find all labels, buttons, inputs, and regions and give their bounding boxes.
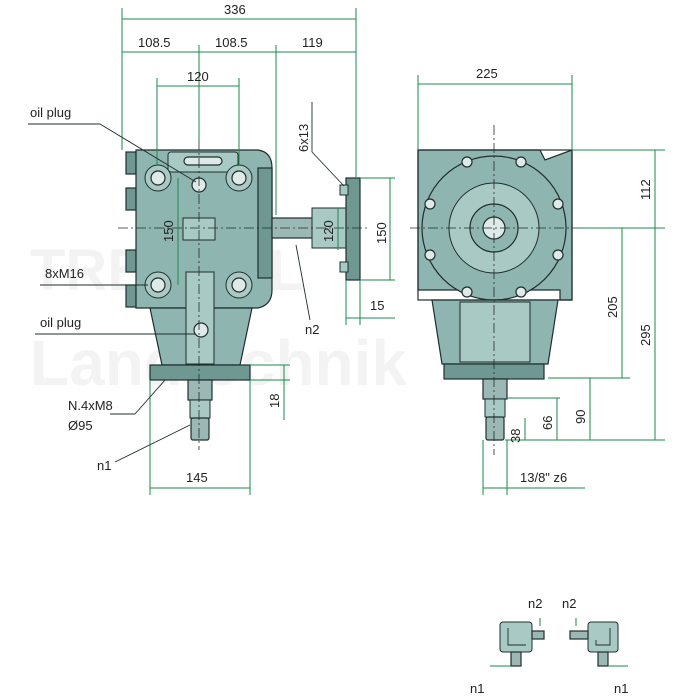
dim-flange-outer: 150 <box>374 222 389 244</box>
dim-full-h: 295 <box>638 324 653 346</box>
legend-n2-left: n2 <box>528 596 542 611</box>
n1-shaft-collar <box>187 379 213 401</box>
n1-shaft-mid <box>189 399 211 419</box>
dim-flange-thk: 15 <box>370 298 384 313</box>
dim-half-right: 108.5 <box>215 35 248 50</box>
side-shaft-tip <box>485 416 505 441</box>
hex-bolt-icon <box>552 249 564 261</box>
callouts: oil plug 8xM16 oil plug N.4xM8 Ø95 n1 n2 <box>28 105 319 473</box>
label-n2-main: n2 <box>305 322 319 337</box>
hex-bolt-icon <box>461 156 473 168</box>
dim-base-w: 145 <box>186 470 208 485</box>
label-oil-plug-top: oil plug <box>30 105 71 120</box>
dim-half-left: 108.5 <box>138 35 171 50</box>
dim-spline-short: 38 <box>508 429 523 443</box>
dim-shaft-len: 119 <box>302 35 323 50</box>
legend-icon-right: n2 n1 <box>562 596 628 696</box>
rotation-legend: n2 n1 n2 n1 <box>470 596 628 696</box>
label-oil-plug-bottom: oil plug <box>40 315 81 330</box>
top-slot <box>183 156 223 166</box>
flange-slot-top <box>339 184 349 196</box>
n1-shaft-tip <box>190 417 210 441</box>
bolt-br-icon <box>231 277 247 293</box>
bolt-tl-icon <box>150 170 166 186</box>
side-view <box>410 125 580 455</box>
dim-bolt-spacing-h: 120 <box>187 69 209 84</box>
hex-bolt-icon <box>461 286 473 298</box>
dim-top-h: 112 <box>638 179 653 200</box>
label-flange-dia: Ø95 <box>68 418 93 433</box>
bolt-bl-icon <box>150 277 166 293</box>
hex-bolt-icon <box>424 249 436 261</box>
front-view <box>118 140 370 450</box>
dim-spline-h: 66 <box>540 416 555 430</box>
flange-slot-bottom <box>339 261 349 273</box>
label-n1-main: n1 <box>97 458 111 473</box>
dim-mid-h: 205 <box>605 296 620 318</box>
dim-side-w: 225 <box>476 66 498 81</box>
legend-n1-left: n1 <box>470 681 484 696</box>
oil-plug-bottom-icon <box>193 322 209 338</box>
left-ear-top <box>125 151 137 175</box>
legend-n2-right: n2 <box>562 596 576 611</box>
side-shaft-collar <box>482 378 508 400</box>
hex-bolt-icon <box>515 156 527 168</box>
dim-base-h: 18 <box>267 394 282 408</box>
label-flange-holes: N.4xM8 <box>68 398 113 413</box>
hex-bolt-icon <box>552 198 564 210</box>
n2-flange <box>345 177 361 281</box>
label-flange-slots: 6x13 <box>296 124 311 152</box>
label-bolts: 8xM16 <box>45 266 84 281</box>
neck-rib <box>185 271 215 365</box>
side-bolts <box>424 156 564 298</box>
base-flange <box>149 364 251 381</box>
dim-overall-width: 336 <box>224 2 246 17</box>
label-spline: 13/8" z6 <box>520 470 567 485</box>
left-ear-bottom <box>125 284 137 308</box>
dim-flange-inner: 120 <box>321 220 336 242</box>
left-ear-mid2 <box>125 249 137 273</box>
front-dimensions: 336 108.5 108.5 119 120 150 120 150 15 6… <box>121 2 395 495</box>
dim-shaft-h: 90 <box>573 410 588 424</box>
legend-n1-right: n1 <box>614 681 628 696</box>
side-neck-rib <box>459 301 531 363</box>
side-dimensions: 225 112 205 295 90 66 38 13/8" z6 <box>417 66 665 495</box>
hex-bolt-icon <box>515 286 527 298</box>
hex-bolt-icon <box>424 198 436 210</box>
right-face <box>257 167 273 279</box>
side-shaft-mid <box>484 398 506 418</box>
left-ear-mid <box>125 187 137 211</box>
bolt-tr-icon <box>231 170 247 186</box>
dim-bolt-spacing-v: 150 <box>161 220 176 242</box>
legend-icon-left: n2 n1 <box>470 596 545 696</box>
